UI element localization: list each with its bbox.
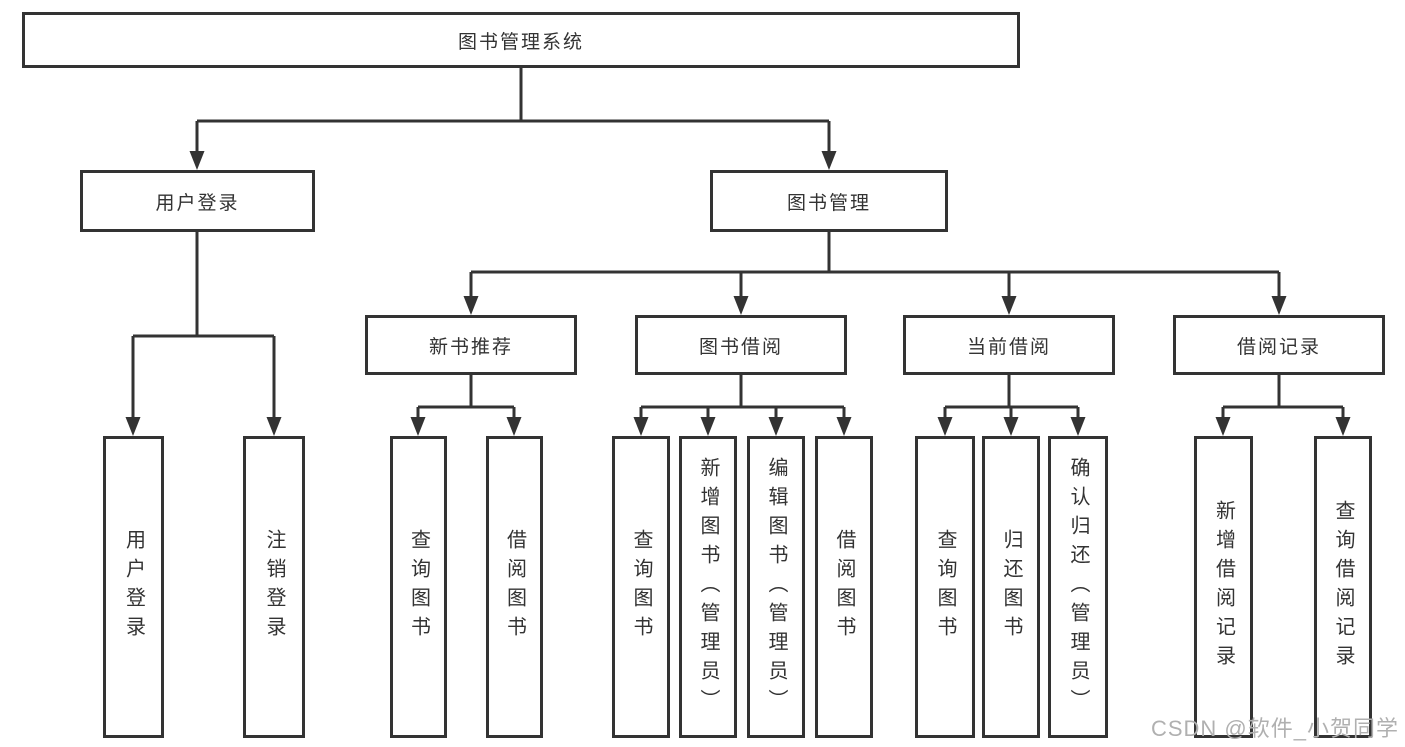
leaf-add-book-admin: 新增图书（管理员） [679,436,737,738]
node-new-book-recommend: 新书推荐 [365,315,577,375]
node-label: 注销登录 [263,529,285,645]
node-book-borrow: 图书借阅 [635,315,847,375]
node-book-management: 图书管理 [710,170,948,232]
leaf-add-borrow-record: 新增借阅记录 [1194,436,1253,738]
leaf-query-borrow-record: 查询借阅记录 [1314,436,1372,738]
node-user-login: 用户登录 [80,170,315,232]
node-label: 借阅图书 [503,529,526,645]
node-borrow-records: 借阅记录 [1173,315,1385,375]
node-label: 查询借阅记录 [1332,500,1354,674]
node-label: 编辑图书（管理员） [765,456,787,718]
leaf-borrow-borrow-books: 借阅图书 [815,436,873,738]
csdn-watermark: CSDN @软件_小贺同学 [1150,716,1399,741]
node-label: 确认归还（管理员） [1067,456,1089,718]
node-label: 查询图书 [630,529,652,645]
node-label: 新增图书（管理员） [697,456,719,718]
node-label: 新书推荐 [428,336,513,358]
node-label: 图书管理系统 [457,31,584,53]
leaf-user-login: 用户登录 [103,436,164,738]
node-label: 用户登录 [155,192,240,214]
leaf-logout: 注销登录 [243,436,305,738]
node-label: 借阅图书 [833,529,855,645]
node-label: 查询图书 [934,529,956,645]
leaf-edit-book-admin: 编辑图书（管理员） [747,436,805,738]
node-label: 借阅记录 [1236,336,1321,358]
leaf-current-query-books: 查询图书 [915,436,975,738]
leaf-new-book-borrow-books: 借阅图书 [486,436,543,738]
node-label: 新增借阅记录 [1212,500,1235,674]
node-label: 当前借阅 [966,336,1051,358]
leaf-confirm-return-admin: 确认归还（管理员） [1048,436,1108,738]
node-label: 归还图书 [1000,529,1022,645]
node-library-management-system: 图书管理系统 [22,12,1020,68]
leaf-return-books: 归还图书 [982,436,1040,738]
leaf-borrow-query-books: 查询图书 [612,436,670,738]
node-label: 图书借阅 [698,336,783,358]
node-label: 图书管理 [786,192,871,214]
node-current-borrow: 当前借阅 [903,315,1115,375]
node-label: 用户登录 [122,529,145,645]
leaf-new-book-query-books: 查询图书 [390,436,447,738]
node-label: 查询图书 [407,529,430,645]
